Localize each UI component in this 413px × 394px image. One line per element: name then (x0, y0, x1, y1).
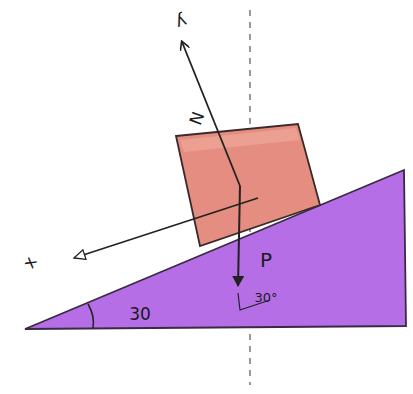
force-label: P (260, 250, 272, 270)
axis-label: y (173, 12, 189, 33)
angle-label: 30 (129, 306, 151, 323)
block-shade (180, 128, 300, 152)
x-axis-arrow (74, 198, 258, 258)
axis-label: x (20, 253, 40, 270)
angle-label: 30° (254, 291, 277, 304)
normal-force-arrow (182, 42, 240, 186)
block (176, 124, 320, 246)
force-label: N (187, 109, 207, 127)
angle-arc (88, 304, 93, 328)
weight-arrow (238, 186, 240, 286)
